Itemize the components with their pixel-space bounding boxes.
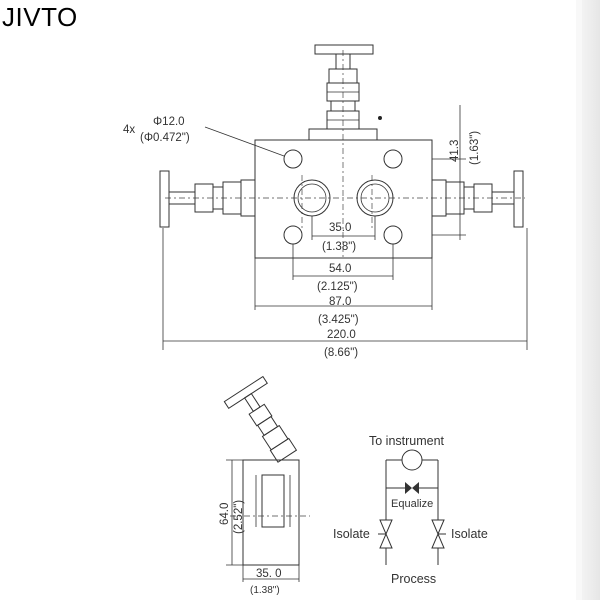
isolate-left-tri-bottom: [379, 532, 393, 549]
valve-schematic: To instrument Equalize Isolate Isolate P…: [333, 434, 488, 586]
equalize-valve-left-tri: [405, 482, 412, 494]
dim-54-mm: 54.0: [329, 263, 351, 275]
mount-hole-top-left: [283, 149, 303, 169]
hole-leader-line: [204, 126, 285, 157]
side-valve-handle: [223, 375, 268, 409]
dim-87-mm: 87.0: [329, 296, 351, 308]
isolate-valve-right: [431, 170, 524, 228]
page-edge-shadow: [576, 0, 582, 600]
dim-35-in: (1.38"): [322, 241, 356, 253]
mount-hole-bottom-right: [383, 225, 403, 245]
side-body: [242, 459, 300, 566]
mount-hole-bottom-left: [283, 225, 303, 245]
equalize-valve-top: [308, 44, 378, 141]
isolate-left-tri-top: [379, 519, 393, 536]
hole-dia-in: (Φ0.472"): [140, 132, 190, 144]
height-dim-in: (1.63"): [469, 131, 481, 165]
handle-right: [513, 170, 524, 228]
side-view: 64.0 (2.52") 35. 0 (1.38"): [219, 375, 310, 596]
isolate-right-label: Isolate: [451, 527, 488, 541]
front-view: 4x Φ12.0 (Φ0.472") 41.3 (1.63") 35.0 (1.…: [123, 44, 528, 359]
side-valve-bonnet: [248, 403, 273, 427]
base-left: [240, 179, 256, 217]
instrument-symbol: [401, 449, 423, 471]
handle-top: [314, 44, 374, 55]
equalize-label: Equalize: [391, 498, 433, 510]
side-height-mm: 64.0: [219, 503, 231, 525]
to-instrument-label: To instrument: [369, 434, 445, 448]
isolate-valve-left: [159, 170, 256, 228]
side-pocket: [261, 474, 285, 528]
side-height-in: (2.52"): [233, 500, 245, 534]
isolate-right-tri-bottom: [431, 532, 445, 549]
process-label: Process: [391, 572, 436, 586]
dim-54-in: (2.125"): [317, 281, 358, 293]
process-port-left-inner: [297, 183, 327, 213]
side-width-in: (1.38"): [250, 585, 280, 596]
page-edge: [582, 0, 600, 600]
hole-count-label: 4x: [123, 124, 135, 136]
isolate-right-tri-top: [431, 519, 445, 536]
dim-220-in: (8.66"): [324, 347, 358, 359]
equalize-valve-right-tri: [412, 482, 419, 494]
process-port-right-inner: [360, 183, 390, 213]
base-top: [308, 128, 378, 141]
mount-hole-top-right: [383, 149, 403, 169]
handle-left: [159, 170, 170, 228]
side-valve-angled: [223, 375, 298, 463]
dim-220-mm: 220.0: [327, 329, 356, 341]
side-width-mm: 35. 0: [256, 568, 282, 580]
isolate-left-label: Isolate: [333, 527, 370, 541]
side-valve-body: [261, 424, 289, 451]
height-dim-mm: 41.3: [449, 140, 461, 162]
marker-dot: [378, 116, 382, 120]
dim-87-in: (3.425"): [318, 314, 359, 326]
dim-35-mm: 35.0: [329, 222, 351, 234]
brand-logo: JIVTO: [2, 2, 78, 32]
hole-dia-mm: Φ12.0: [153, 116, 185, 128]
